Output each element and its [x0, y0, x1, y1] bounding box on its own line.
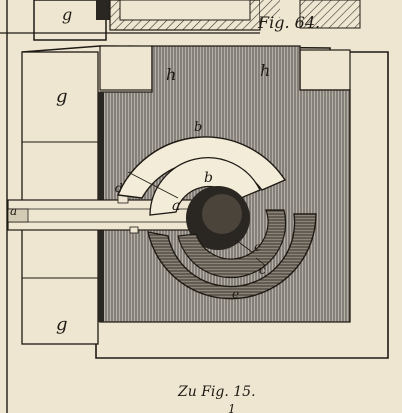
core-highlight [202, 194, 242, 234]
label-c-bottom: c [259, 263, 266, 277]
label-b-outer: b [194, 120, 202, 135]
label-e: e [232, 287, 239, 301]
label-a-center: a [172, 198, 180, 214]
top-figure-fragment [0, 0, 361, 41]
caption: Zu Fig. 15. [177, 384, 256, 400]
figure-title: Fig. 64. [257, 13, 320, 32]
label-g-bottom: g [56, 314, 68, 335]
spiral-inner-arc [149, 157, 261, 216]
label-c-top: c [254, 240, 261, 254]
leader-lines [127, 171, 267, 267]
label-d: d [115, 181, 123, 195]
label-g-mid: g [56, 86, 68, 107]
label-b-inner: b [204, 170, 213, 186]
label-h-right: h [260, 61, 270, 80]
label-a-left: a [10, 204, 17, 218]
spiral-lower-band-inner [177, 209, 287, 279]
label-g-top: g [62, 5, 72, 24]
caption-fragment: 1 [228, 402, 236, 413]
spiral-lower-band-outer [147, 213, 317, 300]
label-h-left: h [166, 65, 176, 84]
upper-wall-blocks [99, 45, 351, 91]
